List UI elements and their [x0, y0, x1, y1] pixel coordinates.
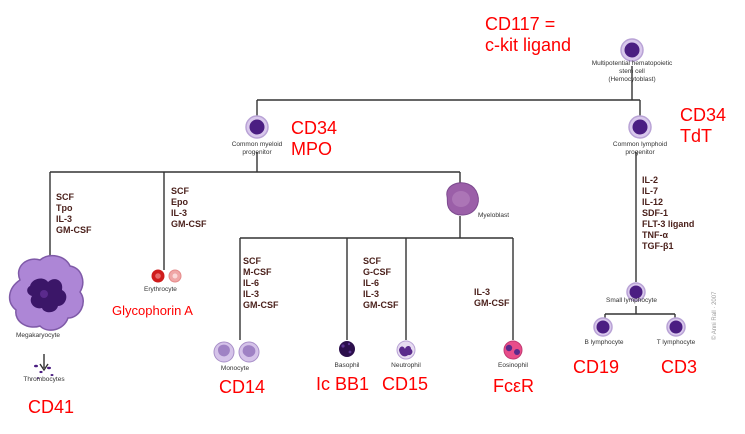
factor-item: IL-3 [474, 287, 491, 297]
factor-item: GM-CSF [243, 300, 279, 310]
basophil-label: Basophil [334, 362, 360, 369]
marker-myeloid: CD34 MPO [291, 118, 337, 160]
factor-item: G-CSF [363, 267, 391, 277]
small-lymphocyte-label: Small lymphocyte [606, 297, 657, 304]
eosinophil-label: Eosinophil [498, 362, 528, 369]
neutrophil-cell [396, 340, 416, 360]
common-lymphoid-label-line: Common lymphoid [612, 141, 668, 148]
factor-item: IL-6 [363, 278, 380, 288]
monocyte-label: Monocyte [220, 365, 250, 372]
b-lymphocyte-cell [593, 317, 613, 337]
common-myeloid-progenitor-cell [245, 115, 269, 139]
b-lymphocyte-label: B lymphocyte [584, 339, 624, 346]
stem-cell-label: Multipotential hematopoietic stem cell (… [577, 60, 687, 84]
myeloblast-label: Myeloblast [478, 212, 510, 219]
basophil-cell [339, 341, 355, 357]
megakaryocyte-cell [8, 254, 84, 331]
factor-item: SDF-1 [642, 208, 669, 218]
eosinophil-factors: IL-3 GM-CSF [474, 287, 510, 309]
megakaryocyte-label: Megakaryocyte [15, 332, 61, 339]
megakaryocyte-factors: SCF Tpo IL-3 GM-CSF [56, 192, 92, 236]
factor-item: IL-3 [56, 214, 73, 224]
common-lymphoid-progenitor-cell [628, 115, 652, 139]
factor-item: IL-3 [243, 289, 260, 299]
marker-cd19: CD19 [573, 357, 620, 377]
stem-cell-label-line: (Hemocytoblast) [608, 76, 656, 83]
marker-myeloid-line: CD34 [291, 118, 338, 138]
marker-cd3: CD3 [661, 357, 698, 377]
factor-item: M-CSF [243, 267, 272, 277]
factor-item: IL-3 [171, 208, 188, 218]
factor-item: Epo [171, 197, 188, 207]
copyright-note: © Anni Rall · 2007 [712, 291, 718, 340]
erythrocyte-factors: SCF Epo IL-3 GM-CSF [171, 186, 207, 230]
factor-item: GM-CSF [363, 300, 399, 310]
marker-lymphoid: CD34 TdT [680, 105, 726, 147]
common-myeloid-label-line: progenitor [242, 149, 272, 156]
factor-item: GM-CSF [171, 219, 207, 229]
factor-item: SCF [363, 256, 381, 266]
arrowhead-thrombocytes [39, 363, 49, 372]
stem-cell-label-line: stem cell [619, 68, 645, 75]
factor-item: IL-7 [642, 186, 659, 196]
erythrocyte-cells [151, 269, 182, 283]
connector-arrows [39, 354, 49, 372]
factor-item: SCF [243, 256, 261, 266]
factor-item: GM-CSF [56, 225, 92, 235]
marker-glycophorin: Glycophorin A [112, 303, 193, 318]
common-lymphoid-label-line: progenitor [625, 149, 655, 156]
t-lymphocyte-cell [666, 317, 686, 337]
marker-cd41: CD41 [28, 397, 75, 417]
factor-item: IL-6 [243, 278, 260, 288]
factor-item: TNF-α [642, 230, 669, 240]
factor-item: IL-2 [642, 175, 659, 185]
factor-item: SCF [171, 186, 189, 196]
monocyte-factors: SCF M-CSF IL-6 IL-3 GM-CSF [243, 256, 279, 311]
factor-item: Tpo [56, 203, 73, 213]
marker-cd14: CD14 [219, 377, 266, 397]
t-lymphocyte-label: T lymphocyte [656, 339, 696, 346]
thrombocytes-cells [34, 364, 54, 379]
myeloblast-cell [446, 182, 479, 216]
stem-cell-label-line: Multipotential hematopoietic [591, 60, 673, 67]
small-lymphocyte-cell [626, 282, 646, 302]
marker-lymphoid-line: CD34 [680, 105, 727, 125]
marker-ic-bb1: Ic BB1 [316, 374, 370, 394]
marker-cd117-line: c-kit ligand [485, 35, 572, 55]
granulocyte-factors: SCF G-CSF IL-6 IL-3 GM-CSF [363, 256, 399, 311]
factor-item: SCF [56, 192, 74, 202]
eosinophil-cell [503, 340, 523, 360]
thrombocytes-label: Thrombocytes [23, 376, 65, 383]
factor-item: TGF-β1 [642, 241, 674, 251]
marker-cd117: CD117 = c-kit ligand [485, 14, 571, 56]
marker-cd15: CD15 [382, 374, 429, 394]
marker-fcer: FcεR [493, 376, 535, 396]
marker-myeloid-line: MPO [291, 139, 333, 159]
connector-lines [49, 66, 676, 340]
monocyte-cells [213, 341, 260, 363]
factor-item: FLT-3 ligand [642, 219, 695, 229]
neutrophil-label: Neutrophil [391, 362, 421, 369]
factor-item: GM-CSF [474, 298, 510, 308]
marker-cd117-line: CD117 = [485, 14, 556, 34]
factor-item: IL-3 [363, 289, 380, 299]
factor-item: IL-12 [642, 197, 664, 207]
common-myeloid-label: Common myeloid progenitor [217, 141, 297, 157]
stem-cell [620, 38, 644, 62]
common-lymphoid-label: Common lymphoid progenitor [600, 141, 680, 157]
common-myeloid-label-line: Common myeloid [231, 141, 283, 148]
erythrocyte-label: Erythrocyte [144, 286, 177, 293]
lymphoid-factors: IL-2 IL-7 IL-12 SDF-1 FLT-3 ligand TNF-α… [642, 175, 694, 252]
marker-lymphoid-line: TdT [680, 126, 713, 146]
